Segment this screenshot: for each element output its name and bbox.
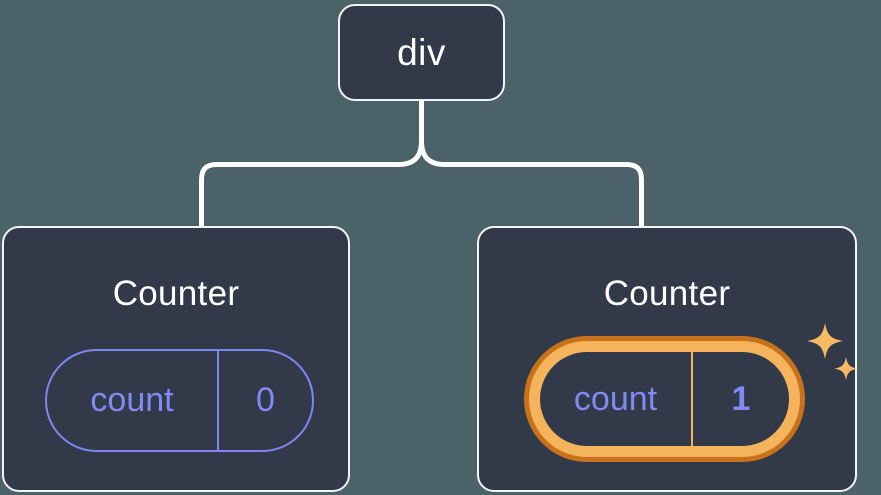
sparkles-icon (807, 323, 858, 381)
state-pill-key: count (540, 352, 693, 446)
state-pill-count-left[interactable]: count 0 (45, 349, 314, 452)
node-div-label: div (397, 32, 446, 73)
state-pill-body: count 1 (540, 352, 789, 446)
state-pill-value: 0 (256, 381, 275, 419)
node-counter-right[interactable]: Counter count 1 (477, 226, 858, 492)
node-div[interactable]: div (338, 4, 505, 101)
state-pill-count-right-highlighted[interactable]: count 1 (524, 336, 805, 462)
state-pill-highlight-ring: count 1 (529, 341, 800, 457)
state-pill-value: 1 (731, 379, 751, 418)
node-counter-right-title: Counter (603, 274, 731, 313)
node-counter-left-title: Counter (112, 274, 240, 313)
node-counter-left[interactable]: Counter count 0 (2, 226, 350, 492)
state-pill-key: count (47, 351, 219, 450)
